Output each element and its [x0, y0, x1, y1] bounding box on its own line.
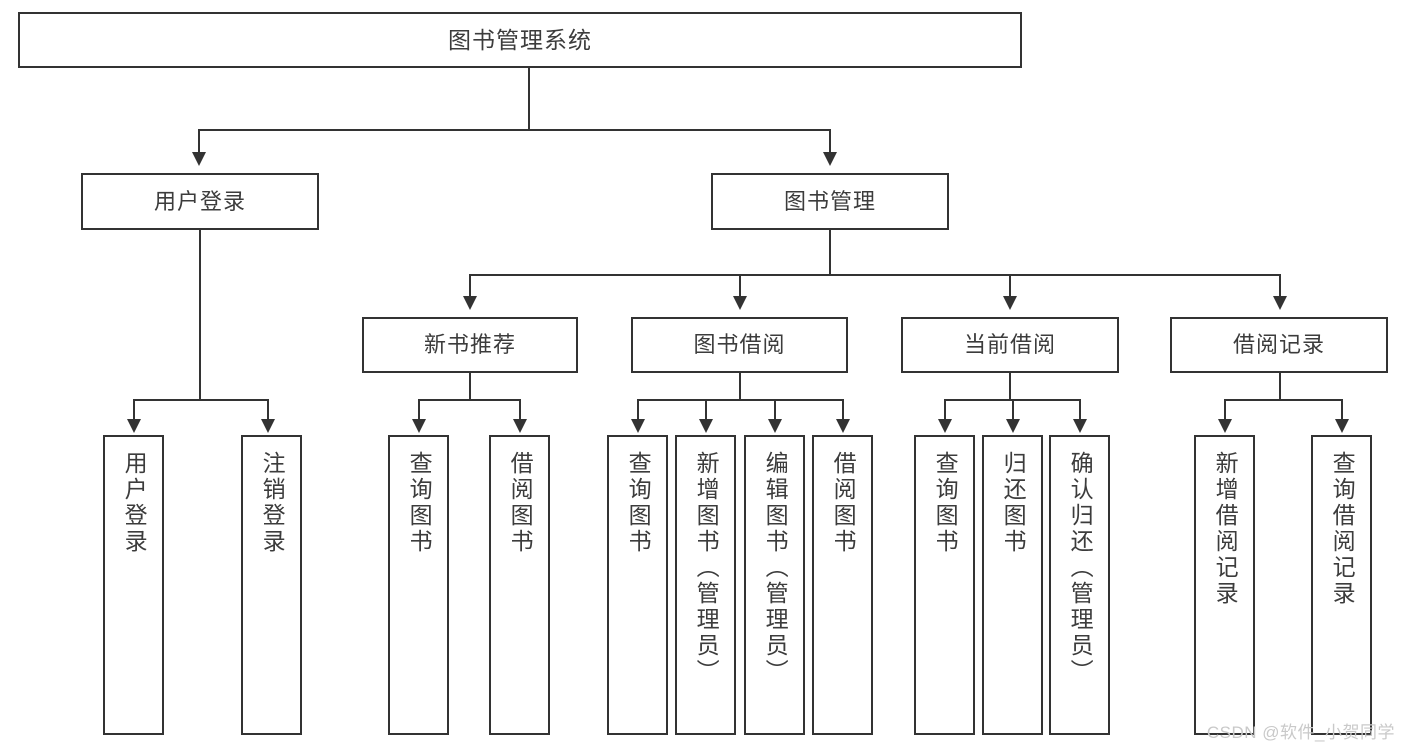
node-book-management[interactable]: 图书管理	[711, 173, 949, 230]
connector-nb-drop-2	[519, 399, 521, 421]
node-label: 借阅图书	[507, 451, 534, 555]
node-label: 用户登录	[121, 451, 148, 555]
connector-book-management-stem	[829, 230, 831, 275]
connector-bm-drop-3	[1009, 274, 1011, 298]
arrowhead-leaf-br-query-record	[1335, 419, 1349, 433]
connector-new-book-bus	[418, 399, 521, 401]
arrowhead-to-new-book	[463, 296, 477, 310]
node-label: 查询借阅记录	[1329, 451, 1356, 607]
node-label: 归还图书	[1000, 451, 1027, 555]
connector-br-drop-2	[1341, 399, 1343, 421]
node-label: 编辑图书（管理员）	[762, 451, 789, 685]
leaf-current-borrow-query-book[interactable]: 查询图书	[914, 435, 975, 735]
connector-br-drop-1	[1224, 399, 1226, 421]
arrowhead-to-book-management	[823, 152, 837, 166]
connector-root-bus	[198, 129, 830, 131]
node-label: 借阅图书	[830, 451, 857, 555]
node-label: 借阅记录	[1232, 332, 1325, 357]
node-label: 图书管理系统	[448, 26, 592, 53]
node-user-login[interactable]: 用户登录	[81, 173, 319, 230]
node-label: 确认归还（管理员）	[1067, 451, 1094, 685]
connector-bb-drop-4	[842, 399, 844, 421]
connector-nb-drop-1	[418, 399, 420, 421]
arrowhead-leaf-nb-borrow-book	[513, 419, 527, 433]
node-label: 图书借阅	[693, 332, 786, 357]
node-label: 新增借阅记录	[1212, 451, 1239, 607]
arrowhead-leaf-nb-query-book	[412, 419, 426, 433]
leaf-logout[interactable]: 注销登录	[241, 435, 302, 735]
node-book-borrow[interactable]: 图书借阅	[631, 317, 848, 373]
node-current-borrow[interactable]: 当前借阅	[901, 317, 1119, 373]
connector-book-borrow-stem	[739, 373, 741, 400]
arrowhead-leaf-cb-query-book	[938, 419, 952, 433]
connector-cb-drop-3	[1079, 399, 1081, 421]
leaf-new-book-query-book[interactable]: 查询图书	[388, 435, 449, 735]
leaf-borrow-record-query-record[interactable]: 查询借阅记录	[1311, 435, 1372, 735]
connector-bb-drop-1	[637, 399, 639, 421]
node-label: 图书管理	[783, 188, 876, 214]
connector-bb-drop-2	[705, 399, 707, 421]
connector-cb-drop-1	[944, 399, 946, 421]
arrowhead-leaf-bb-add-book	[699, 419, 713, 433]
node-label: 当前借阅	[963, 332, 1056, 357]
arrowhead-leaf-bb-query-book	[631, 419, 645, 433]
node-root-book-management-system[interactable]: 图书管理系统	[18, 12, 1022, 68]
arrowhead-to-borrow-record	[1273, 296, 1287, 310]
connector-bb-drop-3	[774, 399, 776, 421]
connector-current-borrow-stem	[1009, 373, 1011, 400]
node-label: 注销登录	[259, 451, 286, 555]
arrowhead-leaf-logout	[261, 419, 275, 433]
arrowhead-to-user-login	[192, 152, 206, 166]
connector-user-login-bus	[133, 399, 267, 401]
connector-new-book-stem	[469, 373, 471, 400]
node-label: 查询图书	[406, 451, 433, 555]
connector-borrow-record-bus	[1224, 399, 1343, 401]
leaf-current-borrow-confirm-return[interactable]: 确认归还（管理员）	[1049, 435, 1110, 735]
leaf-book-borrow-add-book[interactable]: 新增图书（管理员）	[675, 435, 736, 735]
connector-user-login-drop-1	[133, 399, 135, 421]
connector-root-drop-1	[198, 129, 200, 155]
arrowhead-to-current-borrow	[1003, 296, 1017, 310]
connector-root-drop-2	[829, 129, 831, 155]
arrowhead-leaf-cb-return-book	[1006, 419, 1020, 433]
arrowhead-leaf-bb-edit-book	[768, 419, 782, 433]
node-label: 查询图书	[625, 451, 652, 555]
node-label: 查询图书	[932, 451, 959, 555]
leaf-borrow-record-add-record[interactable]: 新增借阅记录	[1194, 435, 1255, 735]
connector-root-stem	[528, 68, 530, 130]
node-label: 用户登录	[153, 188, 246, 214]
arrowhead-leaf-bb-borrow-book	[836, 419, 850, 433]
node-label: 新书推荐	[423, 332, 516, 357]
connector-user-login-drop-2	[267, 399, 269, 421]
leaf-book-borrow-query-book[interactable]: 查询图书	[607, 435, 668, 735]
arrowhead-to-book-borrow	[733, 296, 747, 310]
connector-bm-drop-1	[469, 274, 471, 298]
connector-bm-drop-2	[739, 274, 741, 298]
leaf-current-borrow-return-book[interactable]: 归还图书	[982, 435, 1043, 735]
leaf-book-borrow-borrow-book[interactable]: 借阅图书	[812, 435, 873, 735]
node-label: 新增图书（管理员）	[693, 451, 720, 685]
connector-borrow-record-stem	[1279, 373, 1281, 400]
connector-book-borrow-bus	[637, 399, 843, 401]
arrowhead-leaf-user-login	[127, 419, 141, 433]
node-new-book-recommend[interactable]: 新书推荐	[362, 317, 578, 373]
node-borrow-record[interactable]: 借阅记录	[1170, 317, 1388, 373]
leaf-new-book-borrow-book[interactable]: 借阅图书	[489, 435, 550, 735]
connector-bm-drop-4	[1279, 274, 1281, 298]
arrowhead-leaf-br-add-record	[1218, 419, 1232, 433]
connector-cb-drop-2	[1012, 399, 1014, 421]
connector-user-login-stem	[199, 230, 201, 400]
arrowhead-leaf-cb-confirm-return	[1073, 419, 1087, 433]
connector-book-management-bus	[469, 274, 1281, 276]
leaf-user-login[interactable]: 用户登录	[103, 435, 164, 735]
leaf-book-borrow-edit-book[interactable]: 编辑图书（管理员）	[744, 435, 805, 735]
